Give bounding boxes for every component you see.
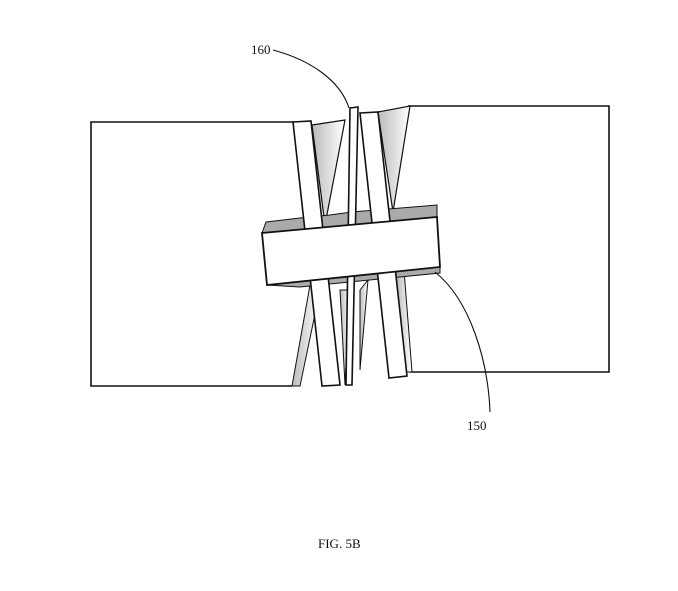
leader-160 bbox=[273, 50, 349, 108]
figure-caption: FIG. 5B bbox=[318, 536, 361, 552]
reference-numeral-160: 160 bbox=[251, 42, 271, 58]
leader-150 bbox=[435, 272, 490, 412]
wedge bbox=[360, 280, 368, 370]
reference-numeral-150: 150 bbox=[467, 418, 487, 434]
